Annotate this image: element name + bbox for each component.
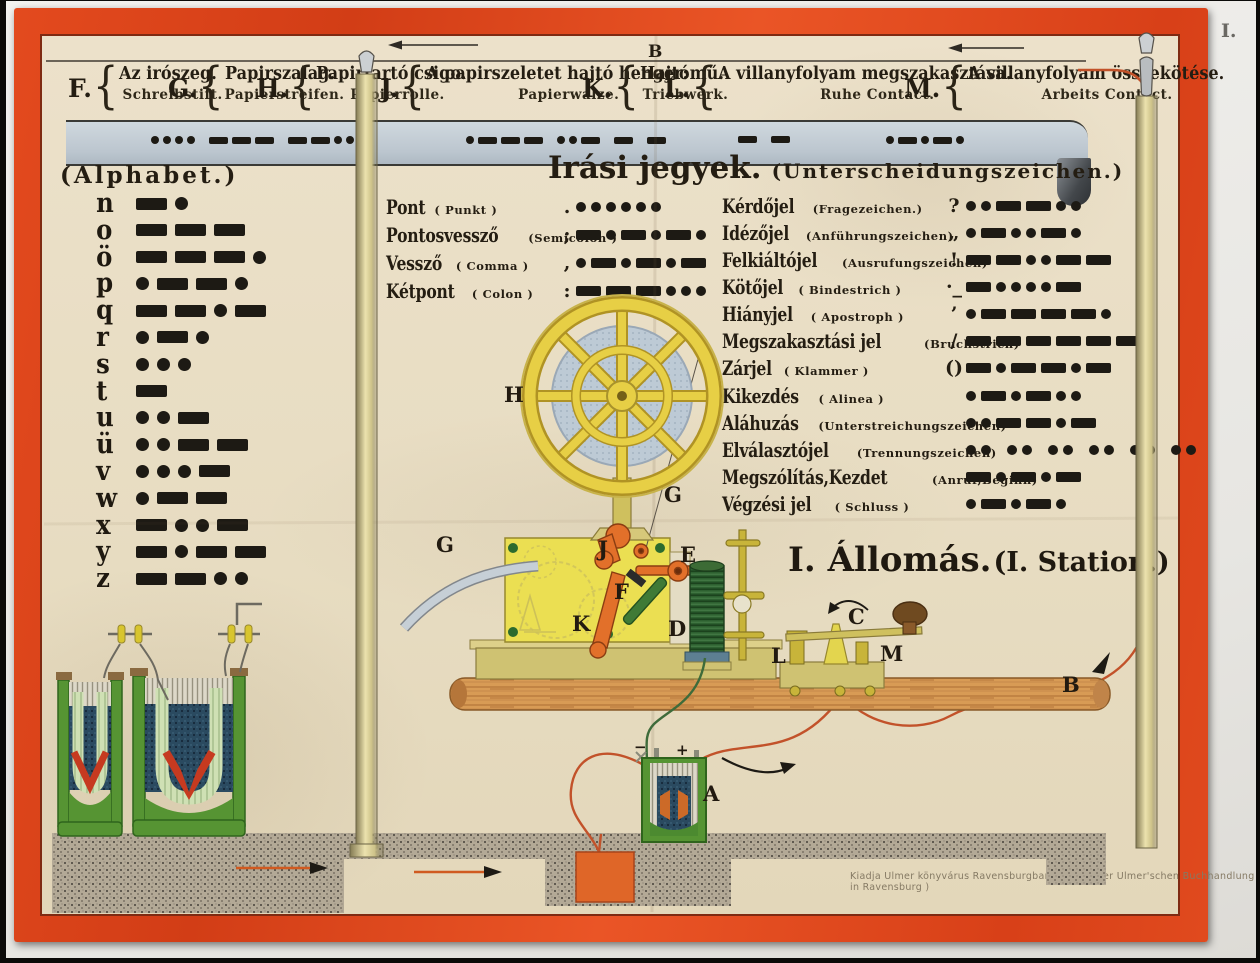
plate-number: I. bbox=[1221, 20, 1237, 42]
tape-morse-marks bbox=[466, 136, 666, 144]
tape-curl bbox=[1057, 158, 1091, 206]
paper-tape-band bbox=[66, 120, 1091, 206]
poster-paper bbox=[40, 34, 1180, 916]
tape-morse-marks bbox=[151, 136, 354, 144]
tape-morse-marks bbox=[886, 136, 964, 144]
tape-morse-marks bbox=[738, 136, 790, 143]
